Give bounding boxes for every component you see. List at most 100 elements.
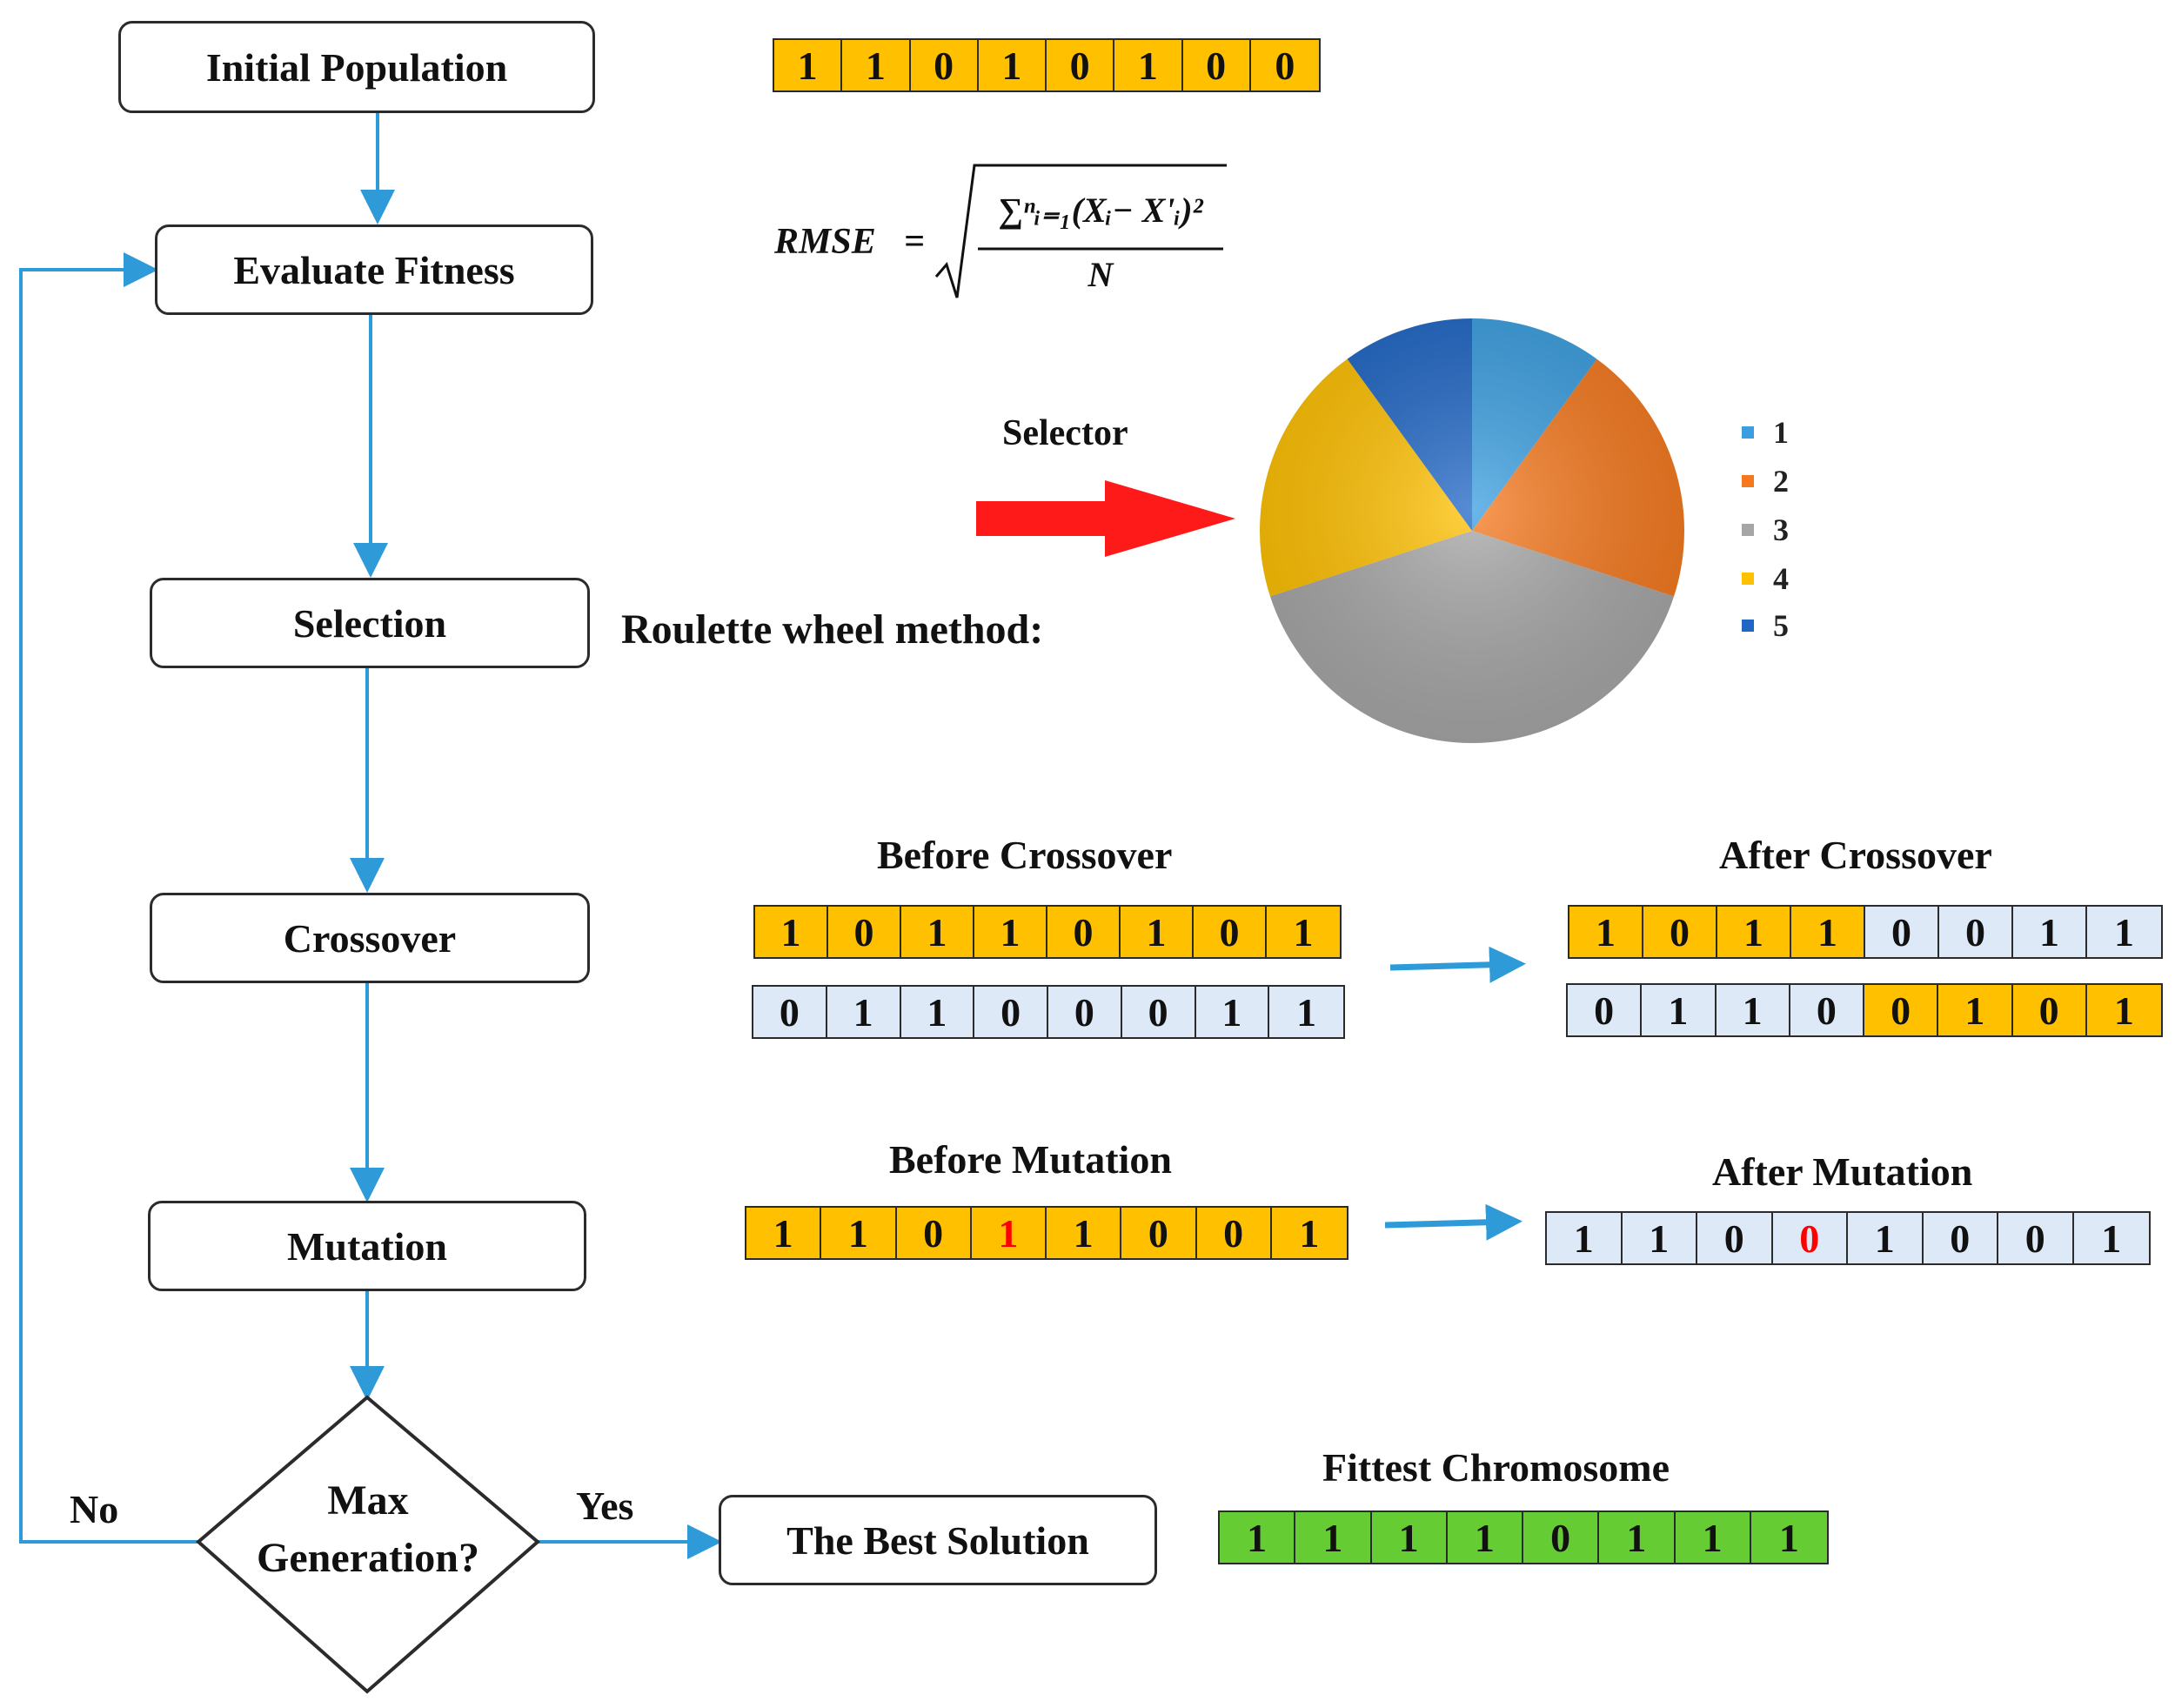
fittest-title: Fittest Chromosome	[1322, 1445, 1670, 1490]
gene-cell: 1	[842, 40, 911, 90]
gene-cell: 0	[911, 40, 979, 90]
gene-cell: 1	[1114, 40, 1183, 90]
gene-cell: 1	[901, 987, 975, 1037]
legend-label-4: 4	[1773, 561, 1789, 596]
gene-cell: 0	[1865, 907, 1939, 957]
gene-cell: 1	[746, 1208, 822, 1258]
decision-diamond	[195, 1395, 541, 1694]
initial-population-label: Initial Population	[205, 44, 508, 90]
yes-label: Yes	[576, 1484, 634, 1528]
evaluate-fitness-box: Evaluate Fitness	[155, 224, 593, 315]
gene-cell: 1	[1642, 985, 1717, 1035]
gene-cell: 1	[1623, 1213, 1697, 1263]
selector-label: Selector	[1002, 413, 1128, 453]
gene-cell: 0	[1275, 43, 1295, 88]
roulette-pie	[1260, 318, 1684, 743]
best-solution-label: The Best Solution	[786, 1517, 1089, 1563]
gene-cell: 0	[1122, 987, 1196, 1037]
gene-cell: 0	[1697, 1213, 1773, 1263]
gene-cell: 1	[1296, 989, 1317, 1035]
gene-cell: 0	[753, 987, 827, 1037]
gene-cell: 0	[1773, 1213, 1848, 1263]
gene-cell: 1	[1196, 987, 1270, 1037]
selection-label: Selection	[292, 600, 447, 646]
gene-cell: 0	[1924, 1213, 1998, 1263]
selector-arrow	[976, 480, 1235, 557]
legend-item-4: 4	[1742, 560, 1789, 597]
gene-cell: 1	[821, 1208, 897, 1258]
gene-cell: 1	[1293, 909, 1314, 954]
legend-label-1: 1	[1773, 415, 1789, 450]
legend-item-1: 1	[1742, 414, 1789, 451]
gene-cell: 1	[1047, 1208, 1122, 1258]
mutation-label: Mutation	[287, 1223, 447, 1269]
gene-cell: 0	[828, 907, 901, 957]
gene-cell: 0	[1047, 40, 1115, 90]
gene-cell: 1	[901, 907, 974, 957]
gene-cell: 1	[1791, 907, 1865, 957]
gene-cell: 1	[1938, 985, 2013, 1035]
crossover-box: Crossover	[150, 893, 590, 983]
legend-swatch-2	[1742, 475, 1754, 487]
legend-label-2: 2	[1773, 464, 1789, 499]
legend-swatch-1	[1742, 426, 1754, 439]
gene-cell: 0	[1183, 40, 1251, 90]
formula-sqrt-sign	[934, 164, 1227, 298]
legend-item-5: 5	[1742, 607, 1789, 644]
gene-cell: 0	[1864, 985, 1939, 1035]
gene-cell: 1	[1569, 907, 1643, 957]
gene-cell: 0	[1568, 985, 1643, 1035]
loop-no-arrow	[19, 252, 198, 1544]
arrow-crossover-right	[1389, 946, 1526, 983]
before-crossover-title: Before Crossover	[877, 833, 1173, 877]
gene-cell: 1	[755, 907, 828, 957]
legend-label-5: 5	[1773, 608, 1789, 643]
legend-item-3: 3	[1742, 512, 1789, 548]
initial-population-box: Initial Population	[118, 21, 595, 113]
gene-cell: 1	[1220, 1512, 1296, 1563]
gene-cell: 1	[2086, 985, 2161, 1035]
legend-swatch-5	[1742, 620, 1754, 632]
roulette-method-label: Roulette wheel method:	[621, 606, 1044, 653]
gene-cell: 1	[1121, 907, 1194, 957]
best-solution-box: The Best Solution	[719, 1495, 1157, 1585]
mutation-box: Mutation	[148, 1201, 586, 1291]
gene-cell: 1	[2013, 907, 2087, 957]
gene-cell: 0	[2012, 985, 2087, 1035]
gene-cell: 1	[974, 907, 1047, 957]
gene-cell: 0	[1121, 1208, 1197, 1258]
gene-cell: 0	[974, 987, 1048, 1037]
gene-cell: 1	[979, 40, 1047, 90]
gene-cell: 0	[1047, 907, 1121, 957]
legend-item-2: 2	[1742, 463, 1789, 499]
gene-cell: 0	[1048, 987, 1122, 1037]
gene-cell: 1	[1716, 985, 1790, 1035]
after-crossover-title: After Crossover	[1719, 833, 1992, 877]
formula-rmse: RMSE	[774, 222, 876, 262]
gene-cell: 0	[897, 1208, 972, 1258]
gene-cell: 1	[1599, 1512, 1676, 1563]
gene-cell: 0	[1790, 985, 1864, 1035]
legend-swatch-4	[1742, 573, 1754, 585]
gene-cell: 1	[1448, 1512, 1523, 1563]
gene-cell: 1	[1848, 1213, 1924, 1263]
gene-cell: 1	[972, 1208, 1047, 1258]
gene-cell: 0	[1939, 907, 2013, 957]
formula-lhs: RMSE =	[774, 221, 925, 263]
gene-cell: 1	[2101, 1216, 2122, 1261]
pie-shading	[1260, 318, 1684, 743]
gene-cell: 0	[1197, 1208, 1272, 1258]
legend-label-3: 3	[1773, 512, 1789, 547]
gene-cell: 0	[1194, 907, 1267, 957]
gene-cell: 1	[1295, 1512, 1372, 1563]
before-mutation-title: Before Mutation	[889, 1137, 1172, 1182]
formula-denominator: N	[1088, 255, 1114, 294]
